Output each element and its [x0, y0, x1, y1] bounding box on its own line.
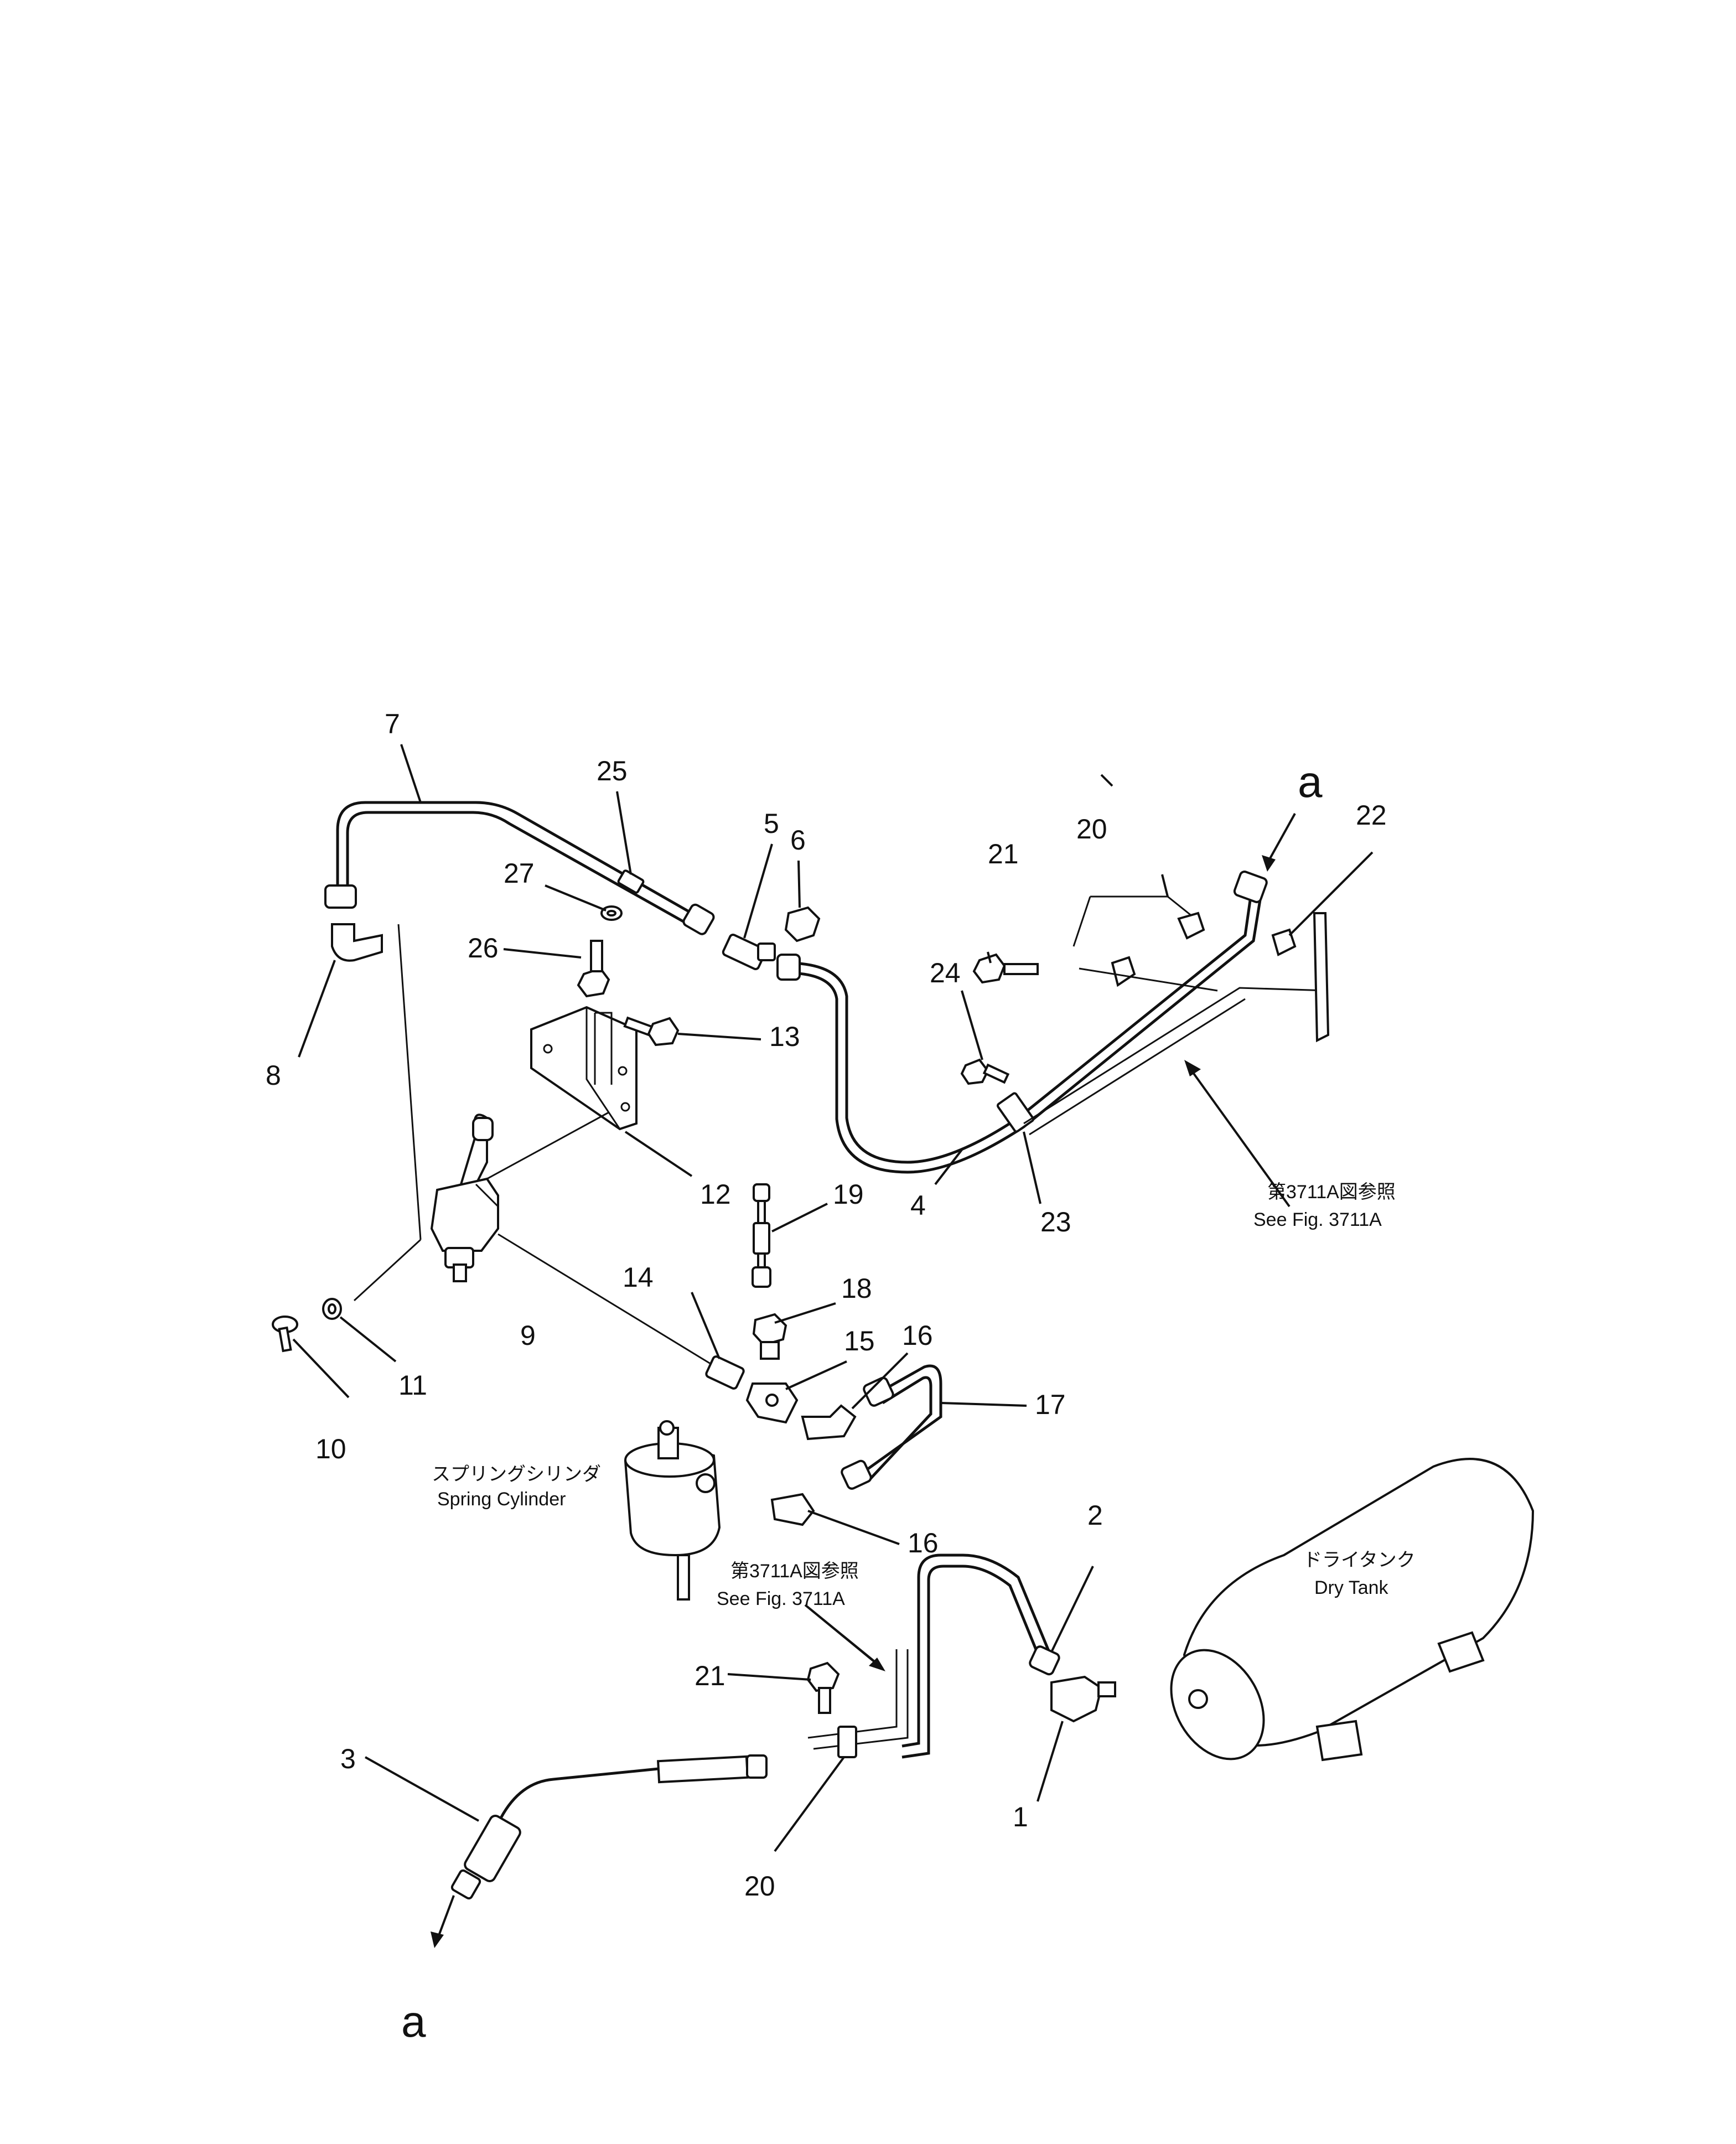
callout-18: 18: [841, 1273, 872, 1304]
pipe-2: [901, 1553, 1060, 1759]
callout-20-bottom: 20: [744, 1871, 775, 1902]
callout-13: 13: [769, 1021, 800, 1052]
callout-15: 15: [844, 1325, 875, 1356]
callout-27: 27: [504, 858, 535, 889]
callout-23: 23: [1040, 1206, 1071, 1237]
screw-10: [272, 1316, 298, 1353]
elbow-16-bottom: [770, 1493, 815, 1526]
callout-11: 11: [398, 1370, 427, 1401]
connection-label-a-top: a: [1298, 757, 1323, 806]
callout-5: 5: [764, 808, 779, 839]
hose-3: [450, 1754, 768, 1900]
pipe-7: [324, 801, 715, 935]
valve-9: [430, 1114, 499, 1282]
dry-tank-label-jp: ドライタンク: [1303, 1550, 1416, 1571]
elbow-1: [1050, 1675, 1116, 1723]
nut-6: [784, 906, 821, 942]
callout-9: 9: [520, 1320, 536, 1351]
callout-7: 7: [385, 708, 400, 739]
guide-lines: [353, 924, 726, 1374]
callout-12: 12: [700, 1179, 731, 1210]
bolt-21-top: [972, 953, 1039, 984]
bolt-26: [577, 940, 610, 998]
callout-21-top: 21: [988, 838, 1019, 869]
callout-numbers: 7 25 5 6 27 26 8 13 12 19 18 15 14 16 17…: [266, 708, 1387, 1902]
washer-11: [322, 1298, 342, 1320]
callout-1: 1: [1013, 1801, 1028, 1832]
callout-19: 19: [833, 1179, 864, 1210]
washer-27: [600, 905, 623, 921]
callout-14: 14: [623, 1262, 654, 1293]
ref-note-lower-jp: 第3711A図参照: [730, 1561, 859, 1582]
adapter-14: [705, 1355, 745, 1390]
callout-6: 6: [790, 825, 806, 856]
dry-tank-label-en: Dry Tank: [1314, 1577, 1389, 1598]
callout-4: 4: [910, 1190, 926, 1221]
callout-20-top: 20: [1076, 814, 1107, 845]
callout-26: 26: [468, 933, 499, 964]
elbow-16-top: [801, 1404, 857, 1441]
bolt-24: [960, 1058, 1010, 1085]
dry-tank: [1170, 1458, 1535, 1762]
pipe-17: [841, 1364, 942, 1490]
elbow-8: [331, 923, 383, 962]
bolt-21-bottom: [806, 1661, 840, 1714]
bracket-12: [530, 1006, 638, 1131]
callout-10: 10: [315, 1433, 346, 1464]
spring-cylinder-label-jp: スプリングシリンダ: [432, 1464, 601, 1485]
pipe-branch: [1023, 987, 1329, 1136]
ref-note-lower-en: See Fig. 3711A: [717, 1588, 845, 1609]
arrows: [431, 813, 1296, 1948]
callout-2: 2: [1087, 1500, 1103, 1531]
ref-note-upper-en: See Fig. 3711A: [1253, 1209, 1382, 1230]
callout-22: 22: [1356, 800, 1387, 831]
tee-15: [745, 1382, 799, 1424]
callout-17: 17: [1035, 1389, 1066, 1420]
callout-21-bottom: 21: [695, 1660, 726, 1691]
callout-8: 8: [266, 1060, 281, 1091]
ref-note-upper-jp: 第3711A図参照: [1267, 1182, 1396, 1203]
callout-16-bottom: 16: [908, 1527, 939, 1558]
spring-cylinder: [624, 1420, 721, 1601]
callout-16-top: 16: [902, 1320, 933, 1351]
switch-19: [752, 1183, 771, 1288]
connection-label-a-bottom: a: [401, 1997, 426, 2046]
callout-3: 3: [340, 1743, 356, 1774]
tee-5: [722, 934, 776, 970]
bolt-13: [623, 1016, 680, 1047]
clamp-22: [1271, 912, 1330, 1043]
callout-25: 25: [597, 755, 628, 786]
callout-24: 24: [930, 957, 961, 988]
spring-cylinder-label-en: Spring Cylinder: [437, 1489, 566, 1510]
clamp-20-bottom: [807, 1649, 909, 1758]
pipe-4: [776, 871, 1268, 1174]
